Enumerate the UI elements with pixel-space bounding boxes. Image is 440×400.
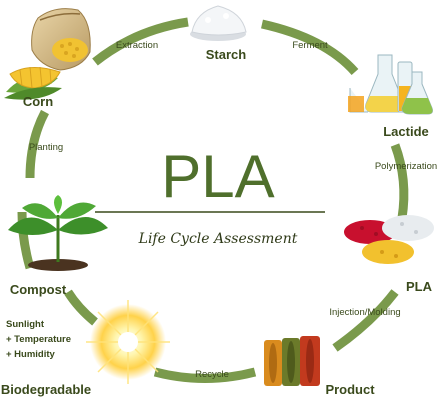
plastic-pellets-icon <box>344 215 434 264</box>
center-subtitle: Life Cycle Assessment <box>138 231 298 247</box>
plant-seedling-icon <box>8 195 108 271</box>
stage-biodegradable: Biodegradable <box>1 382 91 397</box>
arc-sun-left <box>68 292 95 322</box>
process-polymerization: Polymerization <box>375 161 437 172</box>
lab-flasks-icon <box>348 55 433 114</box>
arc-injection <box>335 292 395 348</box>
process-recycle: Recycle <box>195 369 229 380</box>
center-title: PLA <box>161 143 274 210</box>
arc-polymerization <box>395 145 404 218</box>
process-injection-molding: Injection/Molding <box>329 307 400 318</box>
condition-temperature: + Temperature <box>6 334 71 345</box>
process-ferment: Ferment <box>292 40 328 51</box>
stage-pla: PLA <box>406 279 433 294</box>
stage-corn: Corn <box>23 94 53 109</box>
stage-compost: Compost <box>10 282 67 297</box>
filament-spools-icon <box>264 336 320 386</box>
starch-powder-icon <box>190 6 246 41</box>
corn-sack-icon <box>32 9 91 70</box>
process-planting: Planting <box>29 142 63 153</box>
stage-lactide: Lactide <box>383 124 429 139</box>
sun-icon <box>86 300 170 384</box>
stage-product: Product <box>325 382 375 397</box>
stage-starch: Starch <box>206 47 247 62</box>
process-extraction: Extraction <box>116 40 158 51</box>
condition-sunlight: Sunlight <box>6 319 45 330</box>
condition-humidity: + Humidity <box>6 349 56 360</box>
